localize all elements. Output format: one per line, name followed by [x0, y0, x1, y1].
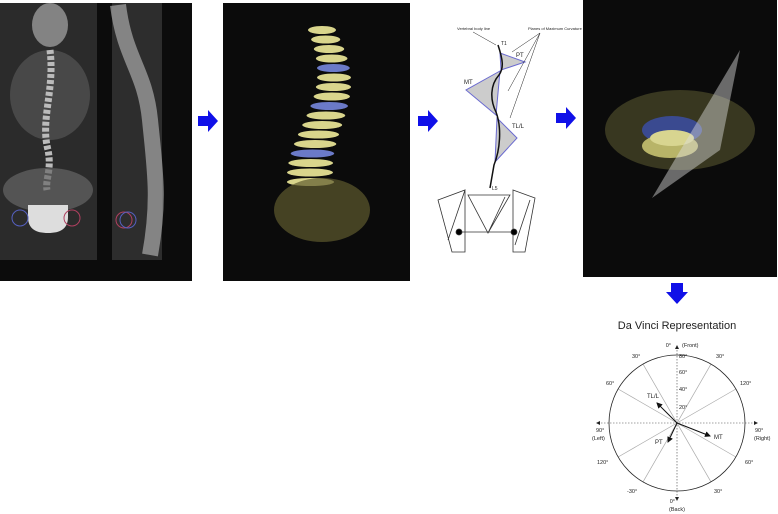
pt-vector	[667, 422, 678, 443]
vertebra	[306, 111, 346, 120]
angle-top-left: 30°	[632, 354, 640, 360]
back-label: (Back)	[669, 507, 685, 513]
angle-lower-right: 60°	[745, 460, 753, 466]
tick-60: 60°	[679, 370, 687, 376]
vertebral-body-line-label: Vertebral body line	[457, 26, 491, 31]
tll-curve-plane	[494, 116, 518, 164]
front-angle: 0°	[666, 343, 671, 349]
curvature-diagram: Vertebral body line Planes of Maximum Cu…	[437, 26, 583, 253]
davinci-representation: Da Vinci Representation 0° (Front) 0° (B…	[592, 320, 771, 513]
mt-label: MT	[464, 80, 473, 86]
planes-label: Planes of Maximum Curvature	[528, 26, 583, 31]
mt-curve-plane	[465, 70, 501, 116]
vertebra	[302, 121, 343, 129]
tll-label: TL/L	[512, 124, 525, 130]
angle-lower-left: 120°	[597, 460, 608, 466]
pt-curve-plane	[499, 52, 527, 71]
flow-arrow-1	[198, 110, 218, 132]
spine-line	[489, 44, 503, 189]
spine-3d-panel	[223, 3, 410, 281]
vertebra	[311, 35, 341, 44]
angle-top-right: 30°	[716, 354, 724, 360]
angle-upper-left: 60°	[606, 381, 614, 387]
l5-label: L5	[492, 186, 498, 192]
tick-40: 40°	[679, 387, 687, 393]
angle-bottom-left: -30°	[627, 489, 637, 495]
vertebra	[287, 168, 334, 177]
tick-80: 80°	[679, 354, 687, 360]
vertebra	[308, 26, 336, 34]
flow-arrow-3	[556, 107, 576, 129]
vertebra	[313, 45, 345, 53]
mt-vector	[676, 422, 711, 437]
vertebra	[313, 92, 350, 101]
davinci-title: Da Vinci Representation	[618, 320, 736, 332]
tll-vector-label: TL/L	[647, 394, 660, 400]
t1-label: T1	[501, 41, 507, 47]
vertebra	[316, 64, 350, 72]
tll-vector	[656, 402, 678, 424]
left-angle: 90°	[596, 428, 604, 434]
tick-20: 20°	[679, 405, 687, 411]
xray-panel	[0, 3, 192, 281]
flow-arrow-down	[666, 283, 688, 304]
spine-axial-panel	[583, 0, 777, 277]
planes-schematic	[437, 189, 536, 253]
right-angle: 90°	[755, 428, 763, 434]
vertebra	[310, 102, 348, 110]
pt-vector-label: PT	[655, 440, 663, 446]
front-label: (Front)	[682, 343, 699, 349]
vertebra	[315, 54, 348, 63]
curvature-plane	[652, 50, 740, 198]
right-label: (Right)	[754, 436, 771, 442]
vertebra	[290, 149, 335, 158]
flow-arrow-2	[418, 110, 438, 132]
back-angle: 0°	[670, 499, 675, 505]
vertebra	[316, 73, 351, 82]
mt-vector-label: MT	[714, 435, 723, 441]
angle-bottom-right: 30°	[714, 489, 722, 495]
pt-label: PT	[516, 53, 524, 59]
vertebra	[288, 159, 334, 167]
left-label: (Left)	[592, 436, 605, 442]
vertebra	[297, 130, 340, 139]
vertebra	[315, 83, 352, 91]
vertebra	[293, 140, 337, 148]
angle-upper-right: 120°	[740, 381, 751, 387]
